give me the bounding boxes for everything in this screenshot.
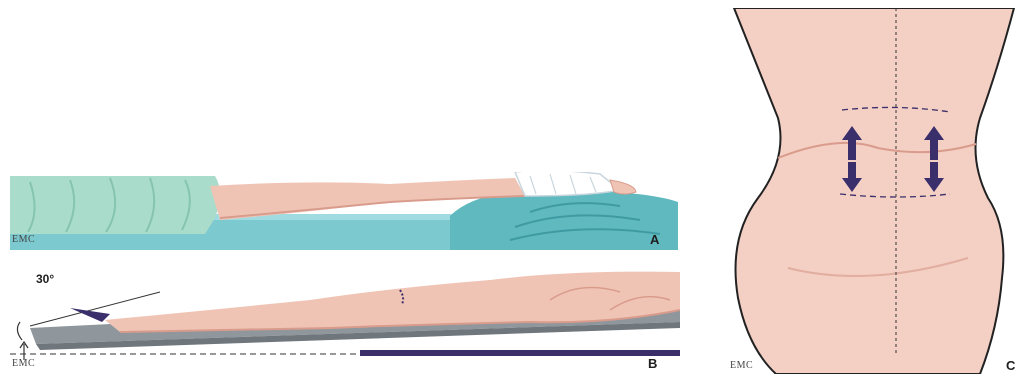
bandage (515, 172, 620, 196)
panel-c-illustration: EMC C (718, 8, 1024, 374)
panel-label-a: A (650, 232, 659, 247)
panel-a-illustration: EMC A (10, 172, 678, 250)
leg-supine-drawing (10, 172, 678, 250)
panel-b-illustration: 30° EMC B (10, 270, 680, 372)
support-bar (360, 350, 680, 356)
knee-drawing (718, 8, 1024, 374)
watermark: EMC (12, 234, 35, 245)
watermark: EMC (12, 358, 35, 369)
prone-patient-drawing (10, 270, 680, 372)
panel-label-c: C (1006, 358, 1015, 373)
watermark: EMC (730, 360, 753, 371)
rolled-cushion (450, 190, 678, 250)
knee-silhouette (734, 8, 1014, 374)
angle-label: 30° (36, 272, 54, 286)
panel-label-b: B (648, 356, 657, 371)
